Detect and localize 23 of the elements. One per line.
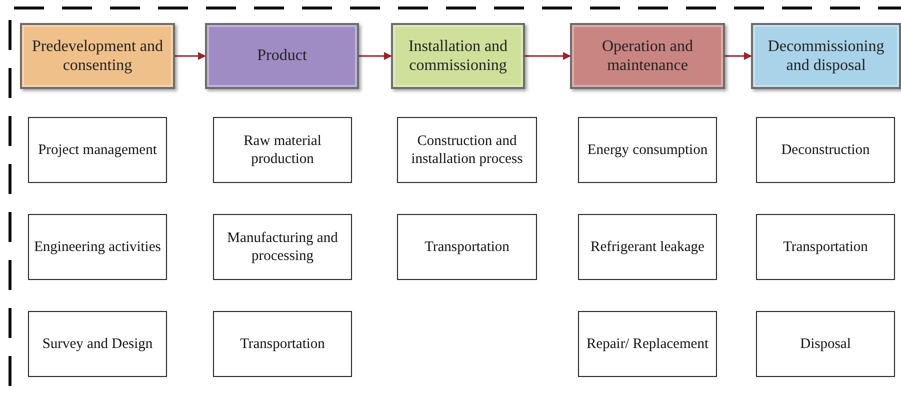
arrow <box>175 52 206 60</box>
activity-box: Survey and Design <box>28 311 167 377</box>
activity-box: Repair/ Replacement <box>578 311 717 377</box>
activity-box: Deconstruction <box>756 117 895 183</box>
stage-box: Installation and commissioning <box>391 23 525 89</box>
arrow <box>725 52 752 60</box>
activity-box: Transportation <box>213 311 352 377</box>
activity-box: Refrigerant leakage <box>578 214 717 280</box>
stage-box: Operation and maintenance <box>570 23 725 89</box>
stage-box: Predevelopment and consenting <box>20 23 175 89</box>
activity-box: Project management <box>28 117 167 183</box>
activity-box: Energy consumption <box>578 117 717 183</box>
activity-box: Manufacturing and processing <box>213 214 352 280</box>
arrow <box>359 52 392 60</box>
arrow <box>525 52 571 60</box>
activity-box: Transportation <box>756 214 895 280</box>
activity-box: Construction and installation process <box>397 117 537 183</box>
activity-box: Transportation <box>397 214 537 280</box>
stage-box: Product <box>205 23 359 89</box>
activity-box: Disposal <box>756 311 895 377</box>
stage-box: Decommissioning and disposal <box>751 23 901 89</box>
activity-box: Engineering activities <box>28 214 167 280</box>
activity-box: Raw material production <box>213 117 352 183</box>
